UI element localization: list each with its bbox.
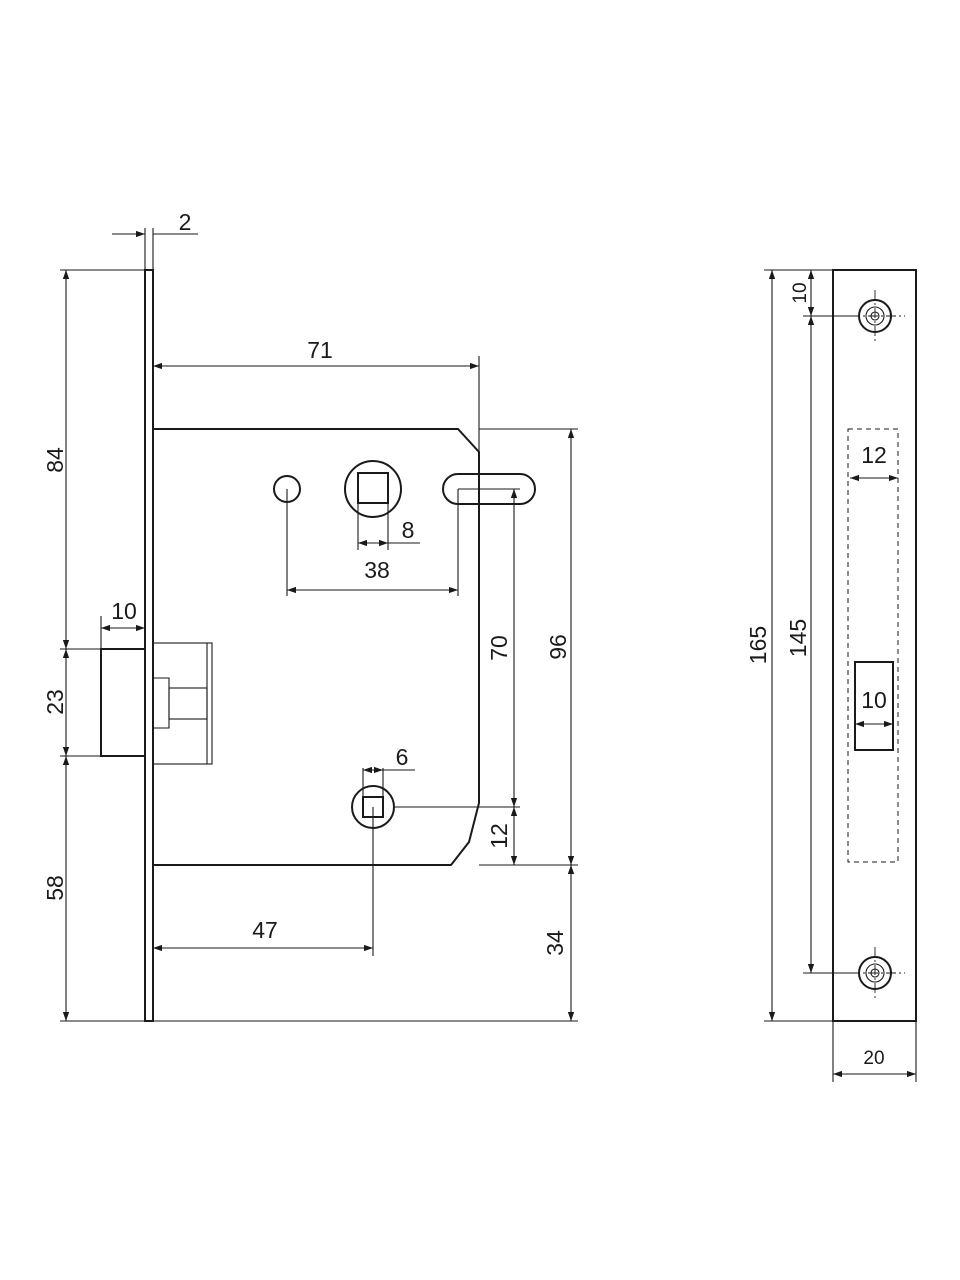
dim-latch-projection: 10: [111, 598, 137, 624]
lock-case: [153, 428, 480, 866]
dim-latch-to-bottom: 58: [42, 875, 68, 901]
dim-screw-offset: 10: [790, 282, 811, 303]
dim-window-width: 12: [861, 442, 887, 468]
front-faceplate: [832, 269, 917, 1022]
dim-spindle-square: 8: [402, 517, 415, 543]
front-dimension-lines: [768, 270, 916, 1078]
dim-plate-length: 165: [745, 626, 771, 664]
front-dimension-labels: 10 165 145 12 10 20: [745, 282, 887, 1069]
faceplate: [144, 269, 154, 1022]
latch-bolt: [100, 642, 213, 765]
dim-screw-centres: 145: [785, 619, 811, 657]
dim-latch-window: 10: [861, 687, 887, 713]
dim-case-height: 96: [545, 634, 571, 660]
latch-window: [854, 661, 894, 751]
dim-spindle-to-slot: 38: [364, 557, 390, 583]
dimension-labels: 2 84 71 96 8 38 10 23 70 6 12 58 47 34: [42, 209, 571, 956]
dim-case-depth: 71: [307, 337, 333, 363]
dim-faceplate-thickness: 2: [179, 209, 192, 235]
dim-top-to-latch: 84: [42, 447, 68, 473]
dimension-lines: [62, 230, 575, 1021]
dim-plate-width: 20: [863, 1048, 884, 1069]
dim-spindle-centres: 70: [486, 635, 512, 661]
side-view: 2 84 71 96 8 38 10 23 70 6 12 58 47 34: [42, 209, 578, 1022]
cylinder-slot: [442, 473, 536, 505]
dim-backset: 47: [252, 917, 278, 943]
dim-case-to-plate-bottom: 34: [542, 930, 568, 956]
case-window-hidden-outline: [847, 428, 899, 863]
dim-thumbturn-square: 6: [396, 744, 409, 770]
front-view: 10 165 145 12 10 20: [745, 269, 917, 1082]
dim-latch-height: 23: [42, 689, 68, 715]
follower-hub: [344, 460, 402, 518]
dim-slot-to-case-bottom: 12: [486, 823, 512, 849]
extension-lines: [60, 228, 578, 1022]
